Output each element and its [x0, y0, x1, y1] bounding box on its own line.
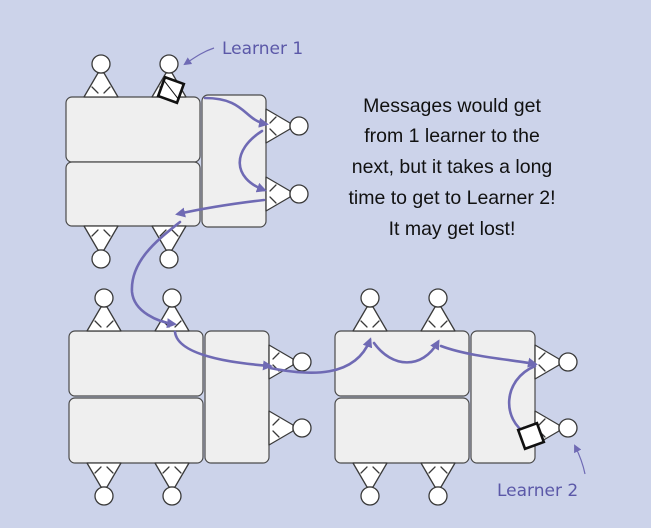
person-icon — [84, 55, 118, 97]
table-group1-top — [66, 97, 200, 162]
person-icon — [266, 177, 308, 211]
person-icon — [269, 411, 311, 445]
caption-line: It may get lost! — [389, 218, 516, 240]
person-icon — [266, 109, 308, 143]
person-icon — [353, 289, 387, 331]
person-icon — [87, 463, 121, 505]
learner1-pointer — [185, 48, 214, 64]
learner-2-label: Learner 2 — [497, 481, 578, 501]
tables — [66, 95, 535, 463]
person-icon — [87, 289, 121, 331]
table-group1-bottom — [66, 162, 200, 226]
learner2-pointer — [575, 446, 585, 474]
person-icon — [84, 226, 118, 268]
person-icon — [353, 463, 387, 505]
person-icon — [269, 345, 311, 379]
table-group2-bottom — [69, 398, 203, 463]
person-icon — [421, 463, 455, 505]
caption-line: from 1 learner to the — [364, 125, 540, 147]
caption-line: time to get to Learner 2! — [348, 187, 555, 209]
table-group2-side — [205, 331, 269, 463]
caption: Messages would get from 1 learner to the… — [348, 95, 555, 240]
table-group3-bottom — [335, 398, 469, 463]
caption-line: Messages would get — [363, 95, 541, 117]
caption-line: next, but it takes a long — [352, 156, 553, 178]
table-group3-top — [335, 331, 469, 396]
learner-1-label: Learner 1 — [222, 39, 303, 59]
person-icon — [155, 463, 189, 505]
person-icon — [421, 289, 455, 331]
table-group2-top — [69, 331, 203, 396]
person-icon — [535, 345, 577, 379]
